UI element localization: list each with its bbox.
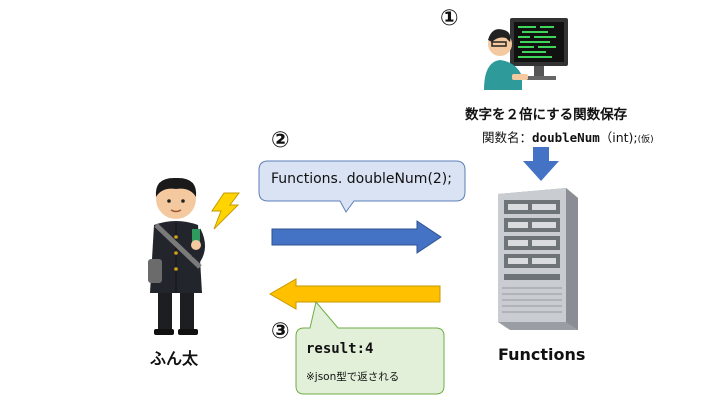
response-arrow <box>268 278 441 310</box>
function-name-line: 関数名：doubleNum（int);(仮) <box>482 127 654 146</box>
result-text: result:4 <box>306 341 374 357</box>
result-bubble-shape <box>295 300 445 395</box>
deploy-down-arrow <box>523 147 559 181</box>
step-1-caption: 数字を２倍にする関数保存 <box>465 107 628 123</box>
function-name-note: (仮) <box>637 135 654 145</box>
client-label: ふん太 <box>150 349 199 368</box>
function-name-value: doubleNum <box>532 130 600 145</box>
call-text: Functions. doubleNum(2); <box>271 171 452 187</box>
step-3-number: ③ <box>271 319 290 344</box>
call-bubble-shape <box>258 160 466 213</box>
server-illustration <box>498 188 578 330</box>
function-args: （int); <box>599 130 638 145</box>
server-label: Functions <box>498 345 586 364</box>
request-arrow <box>271 220 442 254</box>
step-2-number: ② <box>271 128 290 153</box>
student-illustration <box>148 177 205 335</box>
result-note: ※json型で返される <box>306 371 400 383</box>
step-1-number: ① <box>440 6 459 31</box>
lightning-icon <box>211 192 240 230</box>
function-name-prefix: 関数名： <box>482 130 533 145</box>
developer-at-computer-illustration <box>484 18 568 90</box>
